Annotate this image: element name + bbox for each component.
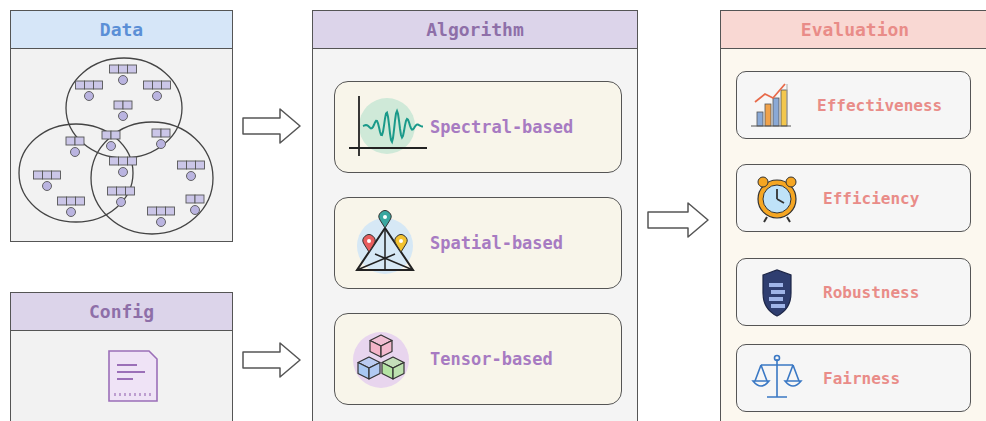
panel-title: Config <box>11 293 232 331</box>
metric-box: Effectiveness <box>736 71 971 139</box>
box-label: Effectiveness <box>817 96 942 115</box>
algorithm-panel: AlgorithmSpectral-basedSpatial-basedTens… <box>312 10 638 421</box>
block-arrow <box>243 343 300 377</box>
block-arrow <box>648 203 708 237</box>
metric-box: Robustness <box>736 258 971 326</box>
box-label: Spatial-based <box>430 233 563 253</box>
method-box: Spectral-based <box>334 81 622 173</box>
panel-title: Evaluation <box>721 11 986 49</box>
method-box: Tensor-based <box>334 313 622 405</box>
method-box: Spatial-based <box>334 197 622 289</box>
box-label: Fairness <box>823 369 900 388</box>
evaluation-panel: EvaluationEffectivenessEfficiencyRobustn… <box>720 10 986 421</box>
box-label: Robustness <box>823 283 919 302</box>
box-label: Efficiency <box>823 189 919 208</box>
data-panel: Data <box>10 10 233 242</box>
block-arrow <box>243 109 300 143</box>
metric-box: Fairness <box>736 344 971 412</box>
box-label: Spectral-based <box>430 117 573 137</box>
box-label: Tensor-based <box>430 349 553 369</box>
panel-title: Data <box>11 11 232 49</box>
panel-title: Algorithm <box>313 11 637 49</box>
config-panel: Config <box>10 292 233 421</box>
metric-box: Efficiency <box>736 164 971 232</box>
